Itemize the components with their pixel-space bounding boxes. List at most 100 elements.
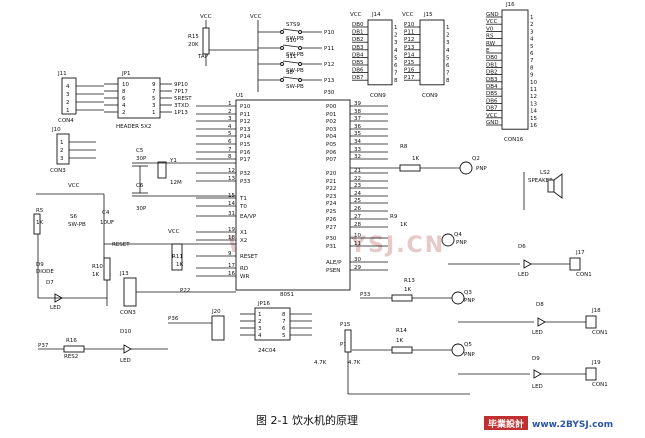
j16-pin-num: 15	[530, 116, 537, 122]
j14-name: J14	[371, 12, 381, 18]
jp1-net-label: 3TXD	[174, 103, 189, 109]
j16-pin-num: 7	[530, 58, 534, 64]
jp16-name: JP16	[257, 301, 270, 307]
r15-label: R15	[188, 34, 199, 40]
u1-pin-num: 29	[354, 265, 361, 271]
u1-pin-label: EA/VP	[240, 214, 257, 220]
p15-label: P15	[340, 322, 351, 328]
r4k7-label-b: 4.7K	[348, 360, 361, 366]
q4-type: PNP	[456, 240, 467, 246]
switch-type: SW-PB	[286, 52, 304, 58]
jp16-right-num: 6	[282, 326, 286, 332]
r11-label: R11	[172, 254, 183, 260]
j16-pin-num: 1	[530, 15, 534, 21]
u1-pin-num: 37	[354, 116, 361, 122]
j10-pin-num: 2	[60, 148, 64, 154]
jp16-right-num: 8	[282, 312, 286, 318]
u1-left-pins: P101P112P123P134P145P156P167P178P3212P33…	[196, 101, 258, 280]
reset-net-label: RESET	[112, 242, 130, 248]
j15-pin-label: P12	[404, 37, 414, 43]
c6-value: 30P	[136, 206, 147, 212]
r14-value: 1K	[396, 338, 403, 344]
switch-label: S10	[286, 38, 297, 44]
switch-label: S11	[286, 54, 297, 60]
jp16-left-num: 3	[258, 326, 262, 332]
switch-port: P12	[324, 62, 334, 68]
site-logo: 毕業設計 www.2BYSJ.com	[484, 416, 613, 430]
j11-pin-num: 3	[66, 92, 70, 98]
j10-name: J10	[51, 127, 61, 133]
u1-pin-num: 8	[228, 154, 232, 160]
u1-pin-num: 5	[228, 131, 232, 137]
jp16-part: 24C04	[258, 348, 276, 354]
j16-pin-num: 8	[530, 65, 534, 71]
u1-pin-num: 39	[354, 101, 361, 107]
u1-pin-label: T0	[239, 204, 247, 210]
j16-pin-label: DB1	[486, 62, 498, 68]
j16-pin-label: RS	[486, 34, 494, 40]
d6-label: D6	[518, 244, 526, 250]
j15-pin-label: P17	[404, 75, 415, 81]
r15-potentiometer: VCC R15 20K TAP	[188, 14, 258, 66]
j16-pin-num: 16	[530, 123, 537, 129]
u1-pin-num: 34	[354, 139, 361, 145]
j18-name: J18	[591, 308, 601, 314]
j16-pin-num: 10	[530, 80, 537, 86]
r16-label: R16	[66, 338, 77, 344]
q4-label: Q4	[454, 232, 462, 238]
j16-pin-num: 2	[530, 22, 534, 28]
j15-pin-num: 4	[446, 48, 450, 54]
j14-conn: CON9	[370, 93, 386, 99]
u1-microcontroller: U1 8051 P101P112P123P134P145P156P167P178…	[196, 93, 388, 298]
u1-pin-label: P32	[240, 171, 250, 177]
d10-label: D10	[120, 329, 132, 335]
d8-label: D8	[536, 302, 544, 308]
ls2-type: SPEAKER	[528, 178, 553, 184]
d10-type: LED	[120, 358, 131, 364]
connector-j13: J13 CON3 P22	[119, 271, 236, 316]
j15-pin-num: 1	[446, 25, 450, 31]
u1-pin-num: 33	[354, 147, 361, 153]
r15-tap: TAP	[197, 54, 209, 60]
reset-circuit: VCC R5 1K S6 SW-PB C4 10UF RESET R10 1K …	[33, 183, 236, 311]
j16-pin-label: RW	[486, 41, 496, 47]
j17-name: J17	[575, 250, 585, 256]
j16-pin-label: GND	[486, 12, 499, 18]
u1-part: 8051	[280, 292, 294, 298]
u1-pin-label: P13	[240, 127, 251, 133]
y1-label: Y1	[169, 158, 177, 164]
j15-pin-num: 5	[446, 55, 450, 61]
u1-pin-label: P23	[326, 194, 337, 200]
j16-pin-label: GND	[486, 120, 499, 126]
j14-pin-num: 6	[394, 63, 398, 69]
j16-pin-num: 14	[530, 109, 537, 115]
j15-pin-label: P11	[404, 30, 414, 36]
u1-pin-label: P03	[326, 127, 337, 133]
u1-pin-num: 30	[354, 257, 361, 263]
j15-name: J15	[423, 12, 433, 18]
u1-pin-label: X2	[240, 238, 247, 244]
u1-pin-num: 6	[228, 139, 232, 145]
j15-pin-label: P13	[404, 45, 415, 51]
j16-conn: CON16	[504, 137, 524, 143]
jp1-net-label: 1P13	[174, 110, 188, 116]
j15-vcc: VCC	[402, 12, 414, 18]
j15-pin-num: 7	[446, 71, 450, 77]
j15-pin-num: 8	[446, 78, 450, 84]
switch-label: S8	[286, 70, 293, 76]
c4-value: 10UF	[100, 220, 114, 226]
c4-label: C4	[102, 210, 110, 216]
u1-pin-label: P11	[240, 112, 250, 118]
d9-type: DIODE	[36, 269, 54, 275]
u1-pin-label: P10	[240, 104, 251, 110]
j16-pin-label: E	[486, 48, 490, 54]
jp1-left-num: 8	[122, 89, 126, 95]
s6-type: SW-PB	[68, 222, 86, 228]
u1-pin-num: 13	[228, 176, 235, 182]
j15-pin-label: P14	[404, 52, 415, 58]
